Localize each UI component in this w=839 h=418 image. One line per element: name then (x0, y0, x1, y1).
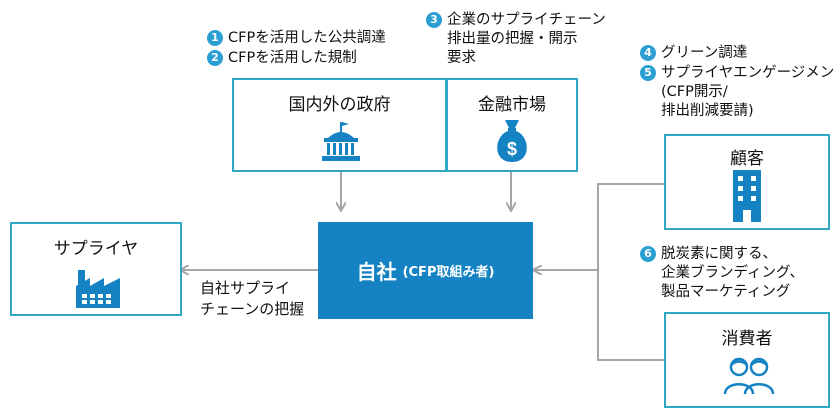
supplier-arrow-label: 自社サプライ チェーンの把握 (200, 278, 304, 320)
financial-market-box-title: 金融市場 (478, 95, 546, 115)
label-item-4-text: グリーン調達 (661, 45, 748, 61)
bracket-customer-consumer (597, 183, 665, 361)
government-box-title: 国内外の政府 (288, 95, 391, 115)
supplier-box: サプライヤ (10, 222, 182, 316)
label-item-5-line3: 排出削減要請) (661, 103, 754, 119)
customer-box-title: 顧客 (730, 149, 764, 169)
number-badge-5: 5 (640, 65, 656, 81)
self-company-subtitle: (CFP取組み者) (402, 265, 495, 280)
customer-box: 顧客 (664, 134, 830, 230)
number-badge-4: 4 (640, 45, 656, 61)
people-icon (723, 357, 775, 395)
label-item-6-line2: 企業ブランディング、 (661, 265, 804, 281)
office-building-icon (733, 170, 761, 222)
label-item-6-line3: 製品マーケティング (661, 284, 791, 300)
label-item-5-line1: サプライヤエンゲージメント (661, 65, 839, 81)
label-item-1: 1 CFPを活用した公共調達 (207, 29, 386, 48)
number-badge-6: 6 (640, 246, 656, 262)
label-item-6: 6 脱炭素に関する、 企業ブランディング、 製品マーケティング (640, 245, 804, 302)
government-building-icon (322, 122, 360, 161)
label-item-3: 3 企業のサプライチェーン 排出量の把握・開示 要求 (426, 11, 606, 68)
svg-text:$: $ (507, 139, 517, 159)
supplier-box-title: サプライヤ (53, 239, 139, 259)
supplier-arrow-label-line1: 自社サプライ (200, 279, 291, 297)
self-company-box: 自社 (CFP取組み者) (318, 222, 533, 319)
consumer-box-title: 消費者 (721, 329, 773, 349)
label-item-4: 4 グリーン調達 (640, 44, 747, 63)
number-badge-1: 1 (207, 30, 223, 46)
label-item-5: 5 サプライヤエンゲージメント (CFP開示/ 排出削減要請) (640, 64, 839, 121)
factory-icon (76, 270, 120, 308)
label-item-3-line2: 排出量の把握・開示 (447, 31, 578, 47)
label-item-1-text: CFPを活用した公共調達 (228, 30, 386, 46)
label-item-2-text: CFPを活用した規制 (228, 50, 357, 66)
label-item-3-line3: 要求 (447, 50, 476, 66)
label-item-3-line1: 企業のサプライチェーン (447, 12, 606, 28)
money-bag-icon: $ (497, 120, 527, 162)
supplier-arrow-label-line2: チェーンの把握 (200, 300, 305, 318)
financial-market-box: 金融市場 $ (446, 78, 578, 172)
government-box: 国内外の政府 (232, 78, 447, 172)
self-company-title: 自社 (356, 260, 397, 284)
number-badge-2: 2 (207, 50, 223, 66)
label-item-6-line1: 脱炭素に関する、 (661, 246, 777, 262)
number-badge-3: 3 (426, 12, 442, 28)
consumer-box: 消費者 (664, 312, 830, 408)
label-item-5-line2: (CFP開示/ (661, 84, 728, 100)
label-item-2: 2 CFPを活用した規制 (207, 49, 357, 68)
